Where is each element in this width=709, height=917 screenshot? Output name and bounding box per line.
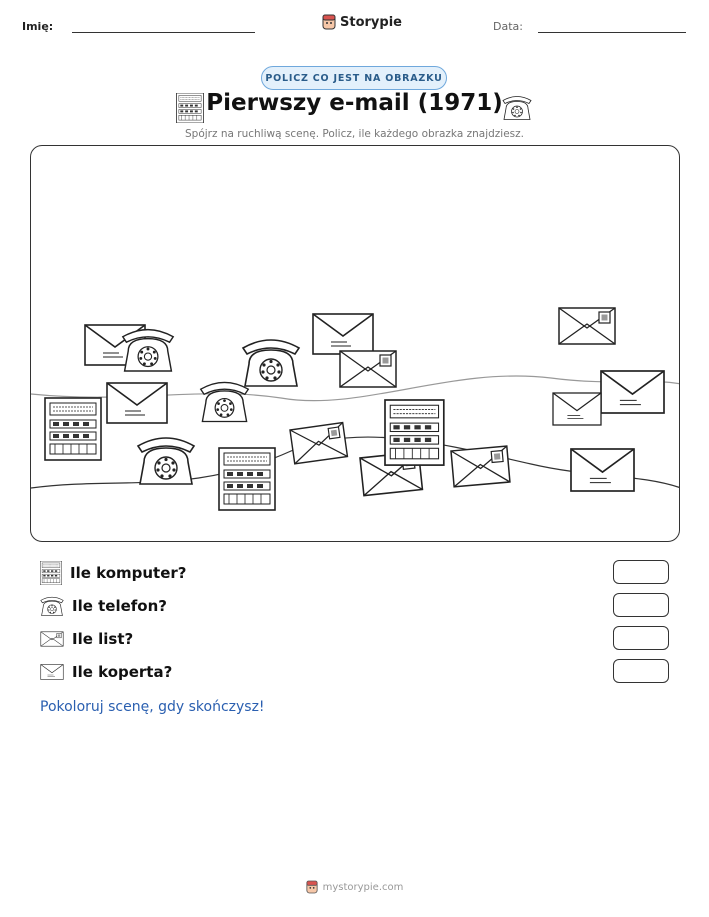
question-row-letter: Ile list? (40, 626, 680, 652)
counting-scene (30, 145, 680, 542)
footer: mystorypie.com (0, 880, 709, 894)
question-row-envelope: Ile koperta? (40, 659, 680, 685)
question-label: Ile list? (72, 630, 134, 648)
activity-badge: POLICZ CO JEST NA OBRAZKU (261, 66, 447, 90)
storypie-mascot-icon (306, 880, 318, 894)
date-field[interactable] (538, 32, 686, 33)
scene-illustration (31, 307, 679, 511)
answer-box-telephone[interactable] (613, 593, 669, 617)
storypie-mascot-icon (322, 14, 336, 30)
question-row-telephone: Ile telefon? (40, 593, 680, 619)
telephone-icon (502, 96, 532, 120)
answer-box-computer[interactable] (613, 560, 669, 584)
computer-icon (40, 561, 62, 585)
question-label: Ile komputer? (70, 564, 187, 582)
question-row-computer: Ile komputer? (40, 560, 680, 586)
page-subtitle: Spójrz na ruchliwą scenę. Policz, ile ka… (185, 128, 524, 140)
letter-icon (40, 631, 64, 647)
answer-box-letter[interactable] (613, 626, 669, 650)
brand-logo: Storypie (322, 14, 402, 30)
question-label: Ile telefon? (72, 597, 167, 615)
footer-url[interactable]: mystorypie.com (322, 881, 404, 893)
question-label: Ile koperta? (72, 663, 173, 681)
page-title: Pierwszy e-mail (1971) (206, 90, 503, 116)
name-label: Imię: (22, 20, 54, 33)
brand-name: Storypie (340, 14, 402, 30)
name-field[interactable] (72, 32, 255, 33)
envelope-icon (40, 664, 64, 680)
telephone-icon (40, 596, 64, 616)
date-label: Data: (493, 20, 523, 33)
answer-box-envelope[interactable] (613, 659, 669, 683)
coloring-instruction: Pokoloruj scenę, gdy skończysz! (40, 699, 265, 715)
